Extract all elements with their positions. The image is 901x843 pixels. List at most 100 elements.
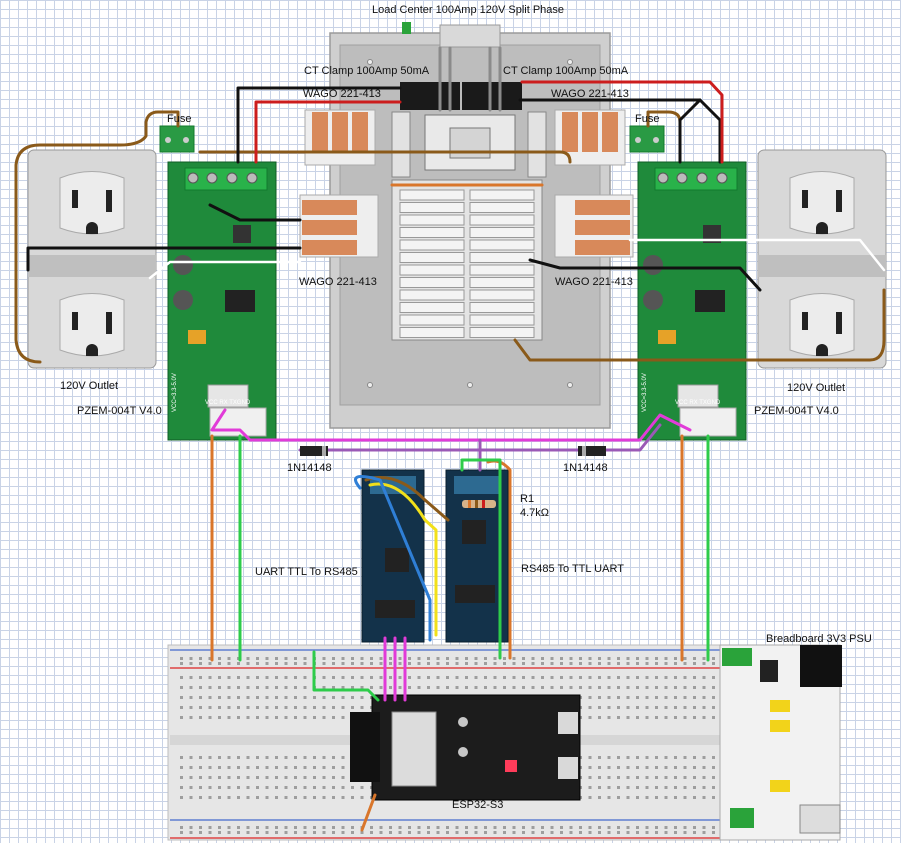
label-resistor-name: R1: [520, 493, 534, 505]
breadboard-hole: [313, 776, 316, 779]
breadboard-hole: [607, 657, 611, 660]
label-diode-right: 1N14148: [563, 462, 608, 474]
breadboard-hole: [398, 826, 402, 829]
breadboard-hole: [455, 686, 459, 689]
breadboard-hole: [683, 786, 687, 789]
breadboard-hole: [284, 786, 288, 789]
breaker-slot: [469, 314, 535, 326]
breadboard-hole: [227, 831, 231, 834]
breadboard-hole: [531, 686, 535, 689]
breadboard-hole: [598, 826, 601, 829]
breadboard-hole: [541, 686, 544, 689]
breadboard-hole: [674, 786, 677, 789]
fuse-left: [159, 125, 195, 153]
breadboard-hole: [712, 796, 715, 799]
breadboard-hole: [636, 696, 639, 699]
breadboard-hole: [693, 826, 696, 829]
breadboard-hole: [341, 796, 345, 799]
breadboard-hole: [237, 796, 240, 799]
breadboard-hole: [237, 676, 240, 679]
breadboard-hole: [294, 662, 297, 665]
breadboard-hole: [617, 696, 620, 699]
breadboard-hole: [275, 686, 278, 689]
label-fuse-right: Fuse: [635, 113, 659, 125]
breadboard-hole: [351, 796, 354, 799]
breadboard-hole: [256, 786, 259, 789]
breadboard-hole: [474, 676, 478, 679]
breaker-slot: [469, 202, 535, 213]
breadboard-hole: [702, 696, 706, 699]
breadboard-hole: [294, 676, 297, 679]
breadboard-hole: [237, 756, 240, 759]
breadboard-hole: [664, 831, 668, 834]
breadboard-hole: [693, 716, 696, 719]
breadboard-hole: [351, 662, 354, 665]
breadboard-hole: [218, 676, 221, 679]
breadboard-hole: [636, 706, 639, 709]
breadboard-hole: [322, 716, 326, 719]
breadboard-hole: [284, 662, 288, 665]
breadboard-hole: [246, 831, 250, 834]
breadboard-hole: [218, 796, 221, 799]
breadboard-hole: [617, 676, 620, 679]
breadboard-hole: [237, 686, 240, 689]
breadboard-hole: [180, 716, 183, 719]
breadboard-hole: [208, 686, 212, 689]
breadboard-hole: [427, 826, 430, 829]
breadboard-hole: [275, 657, 278, 660]
breadboard-hole: [313, 706, 316, 709]
breadboard-hole: [588, 706, 592, 709]
breadboard-hole: [265, 676, 269, 679]
breadboard-hole: [398, 657, 402, 660]
breadboard-hole: [208, 756, 212, 759]
breadboard-hole: [474, 657, 478, 660]
breadboard-hole: [531, 662, 535, 665]
breadboard-hole: [484, 826, 487, 829]
breadboard-hole: [693, 776, 696, 779]
breadboard-hole: [683, 796, 687, 799]
breadboard-hole: [246, 796, 250, 799]
breadboard-hole: [636, 796, 639, 799]
breadboard-hole: [674, 657, 677, 660]
breadboard-hole: [683, 766, 687, 769]
breadboard-hole: [693, 796, 696, 799]
breadboard-hole: [560, 662, 563, 665]
breadboard-hole: [550, 657, 554, 660]
breadboard-hole: [617, 657, 620, 660]
breadboard-hole: [351, 676, 354, 679]
breadboard-hole: [294, 716, 297, 719]
breadboard-hole: [265, 796, 269, 799]
breadboard-hole: [579, 657, 582, 660]
breadboard-hole: [284, 696, 288, 699]
breadboard-hole: [702, 706, 706, 709]
breadboard-hole: [275, 662, 278, 665]
breadboard-hole: [284, 676, 288, 679]
breadboard-hole: [370, 686, 373, 689]
breadboard-hole: [664, 676, 668, 679]
breadboard-hole: [598, 657, 601, 660]
breadboard-hole: [408, 831, 411, 834]
breadboard-hole: [579, 826, 582, 829]
breadboard-hole: [484, 662, 487, 665]
breadboard-hole: [598, 696, 601, 699]
breadboard-hole: [332, 776, 335, 779]
breadboard-hole: [617, 716, 620, 719]
breadboard-hole: [208, 696, 212, 699]
breadboard-hole: [275, 676, 278, 679]
breadboard-hole: [227, 786, 231, 789]
breadboard-hole: [503, 826, 506, 829]
breadboard-hole: [180, 706, 183, 709]
breadboard-hole: [360, 657, 364, 660]
breadboard-hole: [560, 826, 563, 829]
label-diode-left: 1N14148: [287, 462, 332, 474]
breadboard-hole: [674, 756, 677, 759]
breadboard-hole: [645, 662, 649, 665]
breadboard-hole: [208, 776, 212, 779]
wago-mid-right: [554, 194, 634, 258]
breaker-slot: [469, 327, 535, 338]
breadboard-hole: [379, 657, 383, 660]
breadboard-hole: [645, 696, 649, 699]
breaker-slot: [399, 189, 465, 201]
breadboard-hole: [674, 776, 677, 779]
breadboard-hole: [446, 831, 449, 834]
